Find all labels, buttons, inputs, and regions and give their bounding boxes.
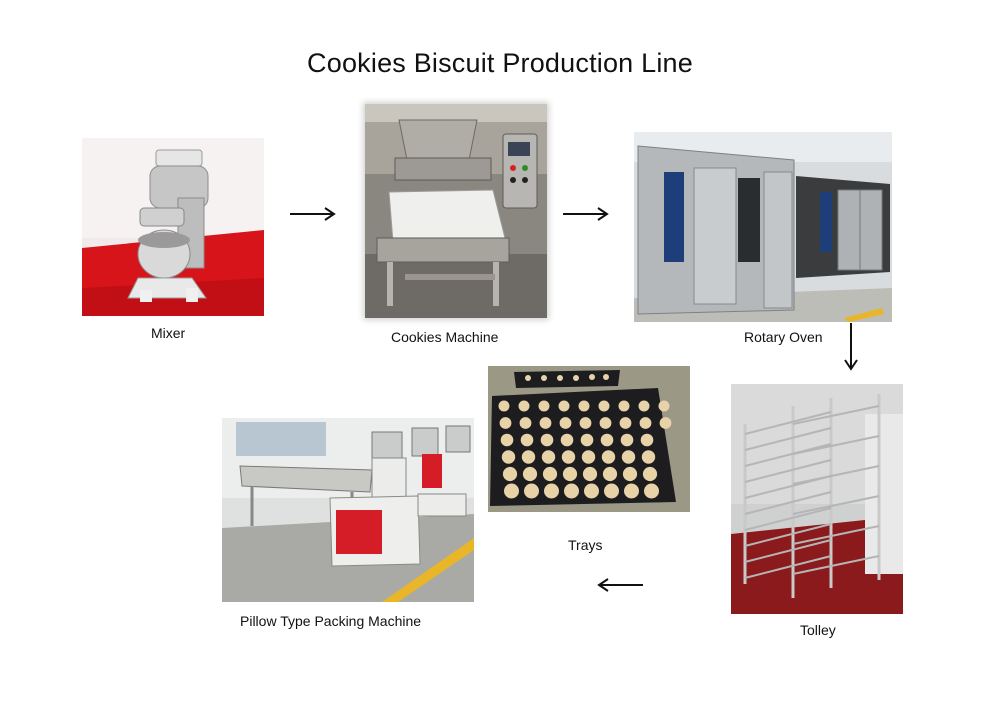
arrow-left-icon <box>594 577 644 593</box>
page-title: Cookies Biscuit Production Line <box>307 48 693 78</box>
tolley-image <box>731 384 903 614</box>
cookies-machine-image <box>365 104 547 318</box>
arrow-right-icon <box>289 206 339 222</box>
trays-image <box>488 366 690 512</box>
arrow-right-icon <box>562 206 612 222</box>
mixer-image <box>82 138 264 316</box>
step-label-cookies-machine: Cookies Machine <box>391 329 499 345</box>
step-label-rotary-oven: Rotary Oven <box>744 329 823 345</box>
step-label-trays: Trays <box>568 537 603 553</box>
rotary-oven-image <box>634 132 892 322</box>
step-label-mixer: Mixer <box>151 325 186 341</box>
step-label-pillow-packing-machine: Pillow Type Packing Machine <box>240 613 422 629</box>
arrow-down-icon <box>843 322 859 374</box>
step-label-tolley: Tolley <box>800 622 836 638</box>
pillow-packing-machine-image <box>222 418 474 602</box>
